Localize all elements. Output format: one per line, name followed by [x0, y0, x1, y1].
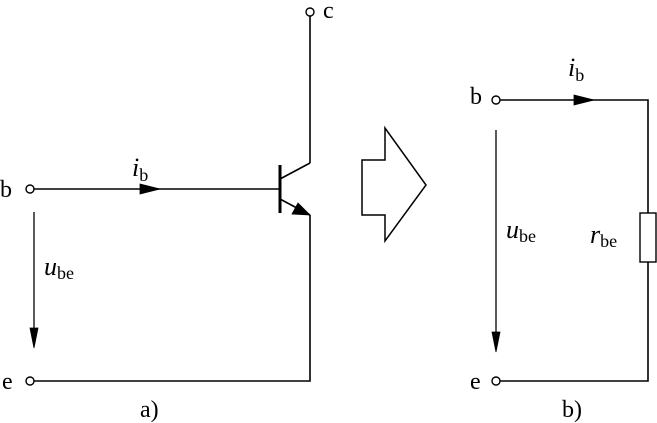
terminal-e-node	[25, 376, 35, 386]
terminal-b-label: b	[0, 177, 12, 203]
current-symbol-b: i	[568, 53, 575, 82]
base-current-arrow	[139, 183, 161, 195]
voltage-symbol-b: u	[506, 215, 519, 244]
voltage-label-b: ube	[506, 215, 536, 246]
caption-a: a)	[140, 397, 159, 423]
voltage-subscript-b: be	[519, 226, 536, 246]
resistor-rbe	[639, 212, 657, 263]
voltage-symbol: u	[44, 252, 57, 281]
terminal-b-node	[25, 184, 35, 194]
bottom-wire	[500, 262, 649, 382]
figure-a-transistor-circuit: b c e ib ube a)	[0, 0, 334, 423]
current-subscript: b	[139, 165, 148, 185]
terminal-e-label: e	[2, 369, 13, 395]
terminal-b-node-b	[491, 95, 501, 105]
terminal-e-label-b: e	[470, 369, 481, 395]
caption-b: b)	[562, 397, 582, 423]
collector-lead	[279, 162, 311, 180]
terminal-c-label: c	[323, 0, 334, 24]
current-symbol: i	[132, 153, 139, 182]
terminal-b-label-b: b	[470, 84, 482, 110]
base-current-label: ib	[132, 153, 148, 185]
current-subscript-b: b	[575, 65, 584, 85]
resistor-subscript: be	[600, 231, 617, 251]
resistor-symbol: r	[590, 220, 601, 249]
top-wire	[500, 99, 649, 213]
base-current-label-b: ib	[568, 53, 584, 85]
figure-b-equivalent-circuit: b e ib ube rbe b)	[470, 53, 657, 423]
terminal-c-node	[305, 7, 315, 17]
voltage-label: ube	[44, 252, 74, 283]
conversion-arrow-icon	[361, 125, 427, 244]
voltage-arrow-head	[29, 327, 39, 349]
emitter-arrow	[291, 202, 312, 216]
base-current-arrow-b	[573, 94, 595, 106]
terminal-e-node-b	[491, 376, 501, 386]
voltage-arrow-head-b	[491, 331, 501, 353]
resistor-label: rbe	[590, 220, 617, 251]
voltage-subscript: be	[57, 263, 74, 283]
emitter-wire	[34, 215, 311, 382]
